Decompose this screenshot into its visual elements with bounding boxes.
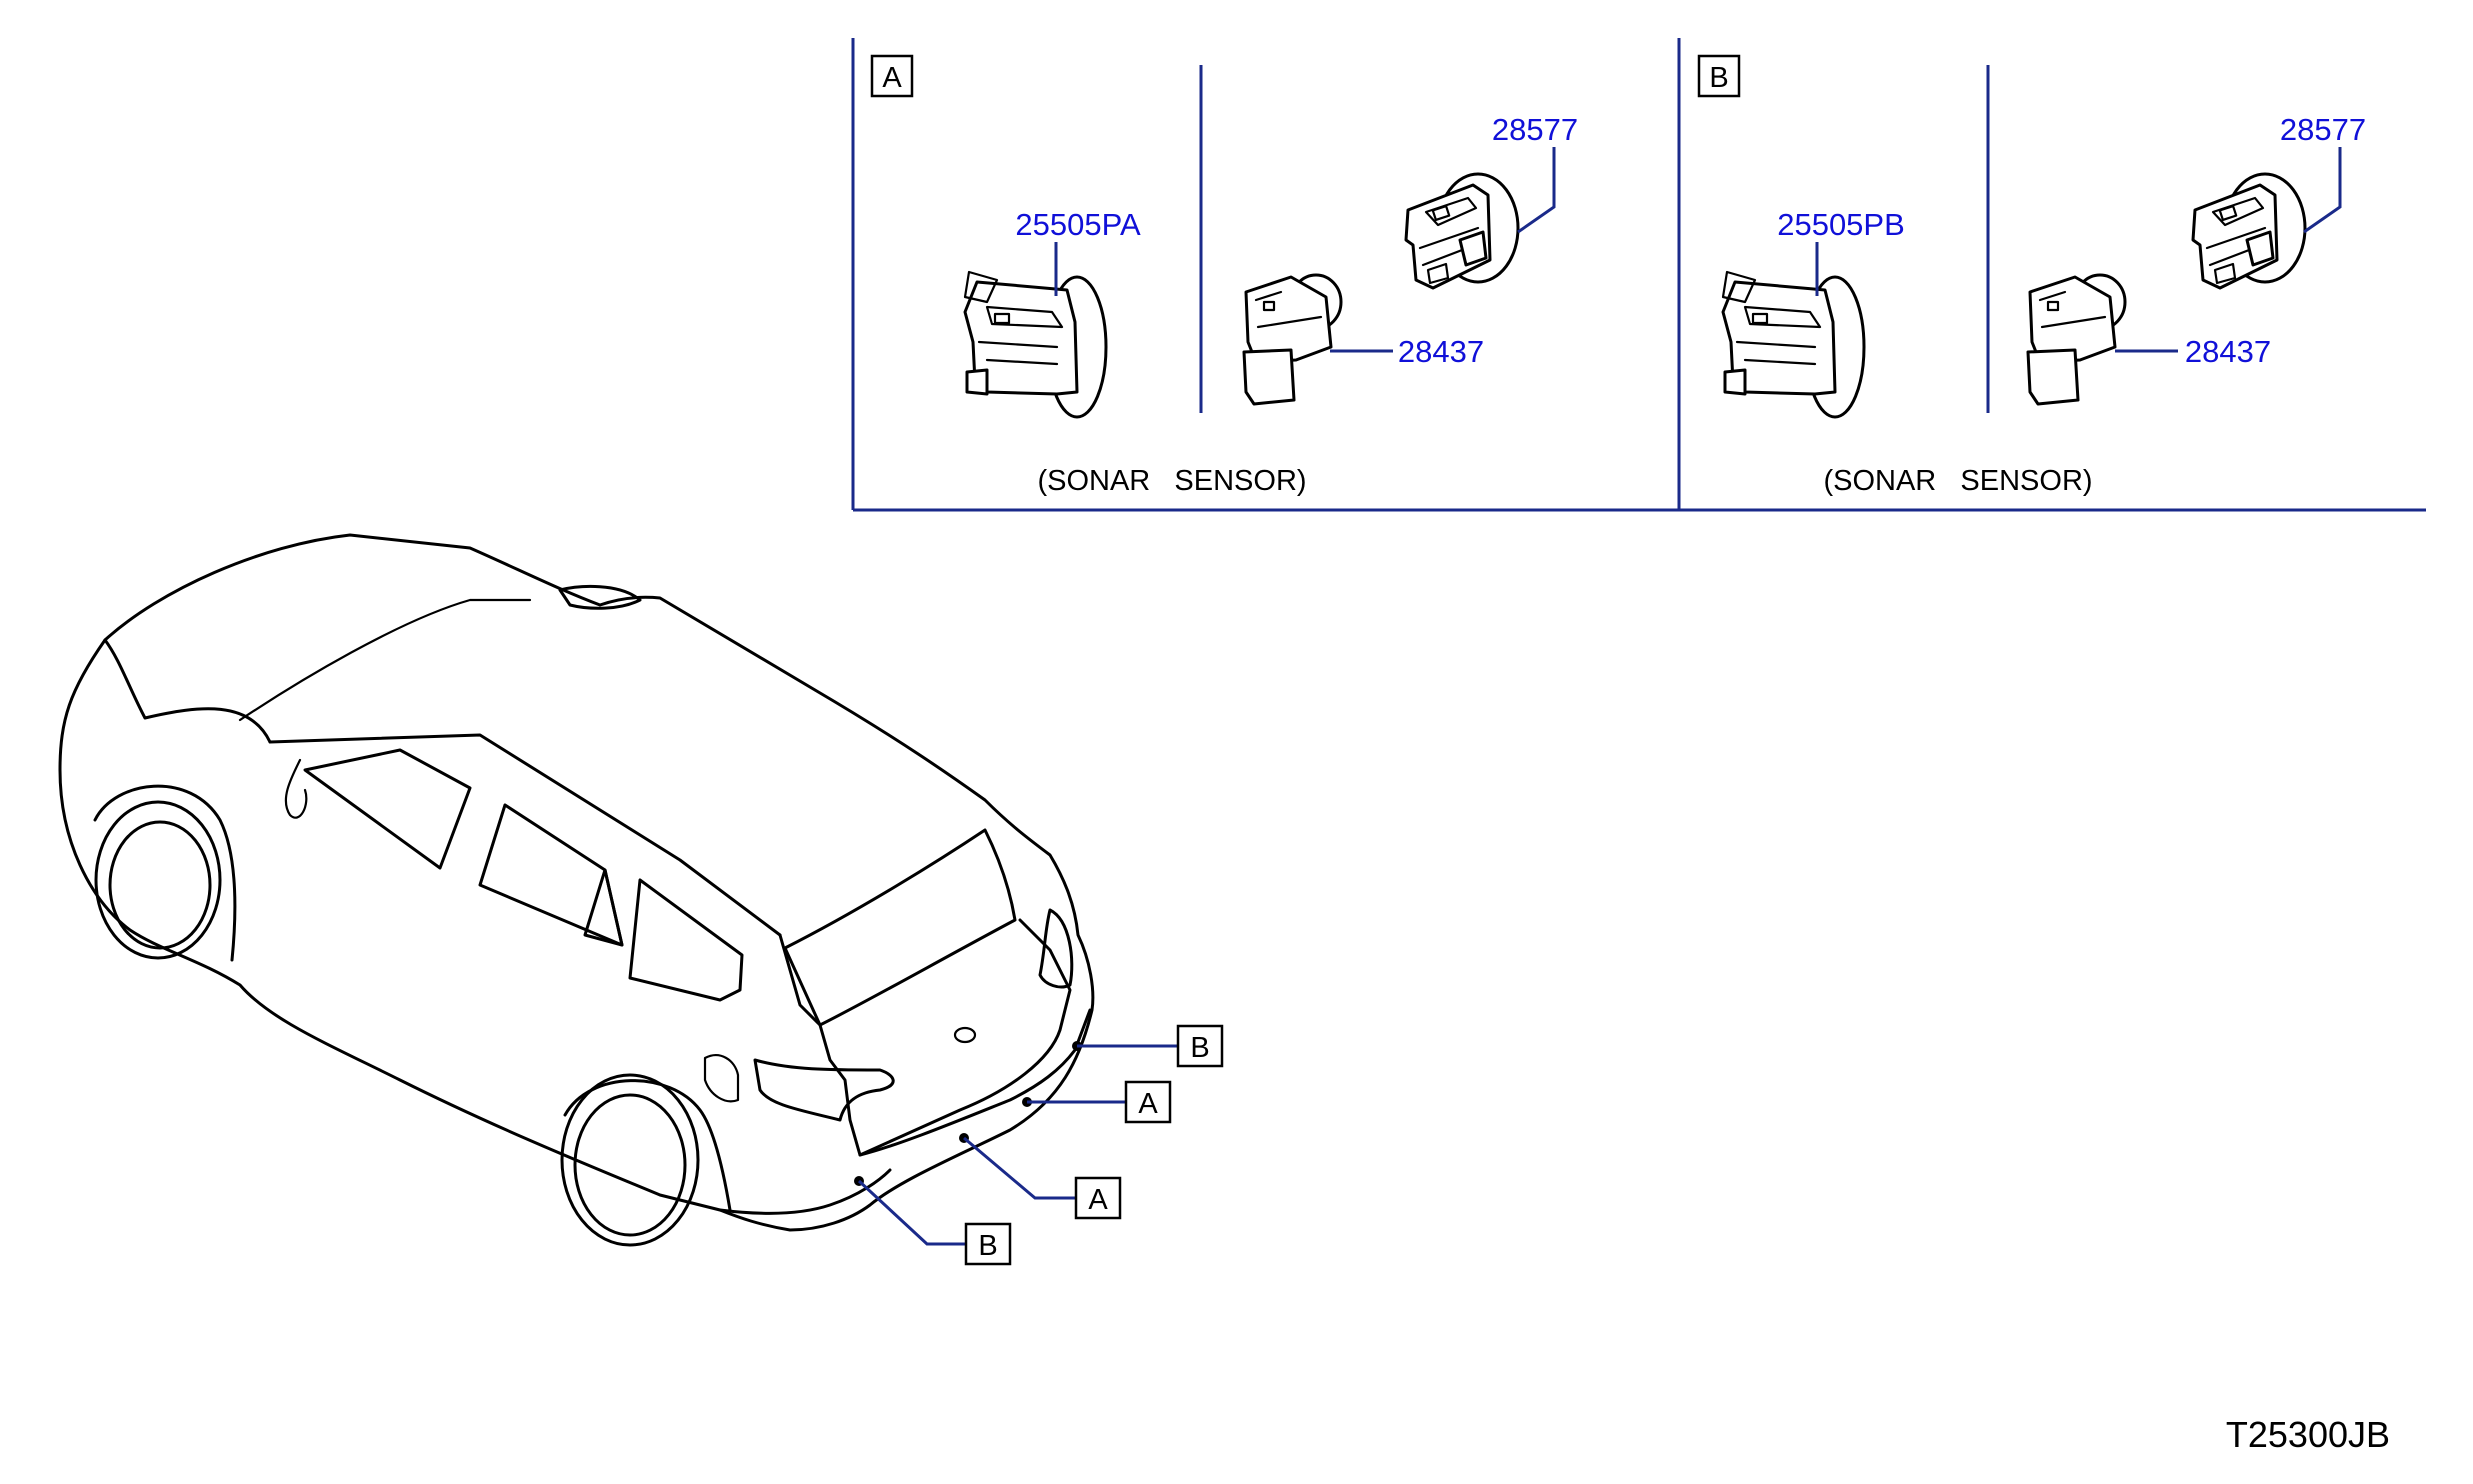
callout-b-upper: B xyxy=(1190,1032,1209,1064)
bracket-a-icon xyxy=(1404,172,1520,290)
diagram-code: T25300JB xyxy=(2226,1414,2390,1455)
panel-b: B 25505PB 28577 xyxy=(1697,54,2366,497)
panel-b-label: B xyxy=(1709,62,1728,94)
sonar-sensor-b-icon xyxy=(1721,270,1866,419)
callout-b-lower: B xyxy=(978,1230,997,1262)
vehicle-callouts: B A A B xyxy=(854,1024,1224,1266)
part-number-25505pa: 25505PA xyxy=(1015,207,1141,242)
panel-b-caption: (SONAR SENSOR) xyxy=(1823,465,2092,497)
suv-rear-view-drawing xyxy=(58,533,1095,1247)
panel-a-label-box xyxy=(870,54,914,98)
leader-28577-b xyxy=(2303,147,2342,234)
panel-a-caption: (SONAR SENSOR) xyxy=(1037,465,1306,497)
panel-b-label-box xyxy=(1697,54,1741,98)
panel-a-label: A xyxy=(882,62,902,94)
bracket-b-icon xyxy=(2191,172,2307,290)
panel-a: A 25505PA 28577 xyxy=(870,54,1578,497)
sensor-cover-a-icon xyxy=(1242,273,1343,406)
callout-a-upper: A xyxy=(1138,1088,1158,1120)
panel-frames xyxy=(851,38,2426,512)
sonar-sensor-a-icon xyxy=(963,270,1108,419)
part-number-28577-a: 28577 xyxy=(1492,112,1578,147)
part-number-28577-b: 28577 xyxy=(2280,112,2366,147)
sensor-cover-b-icon xyxy=(2026,273,2127,406)
part-number-28437-a: 28437 xyxy=(1398,334,1484,369)
leader-28577-a xyxy=(1517,147,1556,234)
callout-a-lower: A xyxy=(1088,1184,1108,1216)
part-number-28437-b: 28437 xyxy=(2185,334,2271,369)
part-number-25505pb: 25505PB xyxy=(1777,207,1905,242)
